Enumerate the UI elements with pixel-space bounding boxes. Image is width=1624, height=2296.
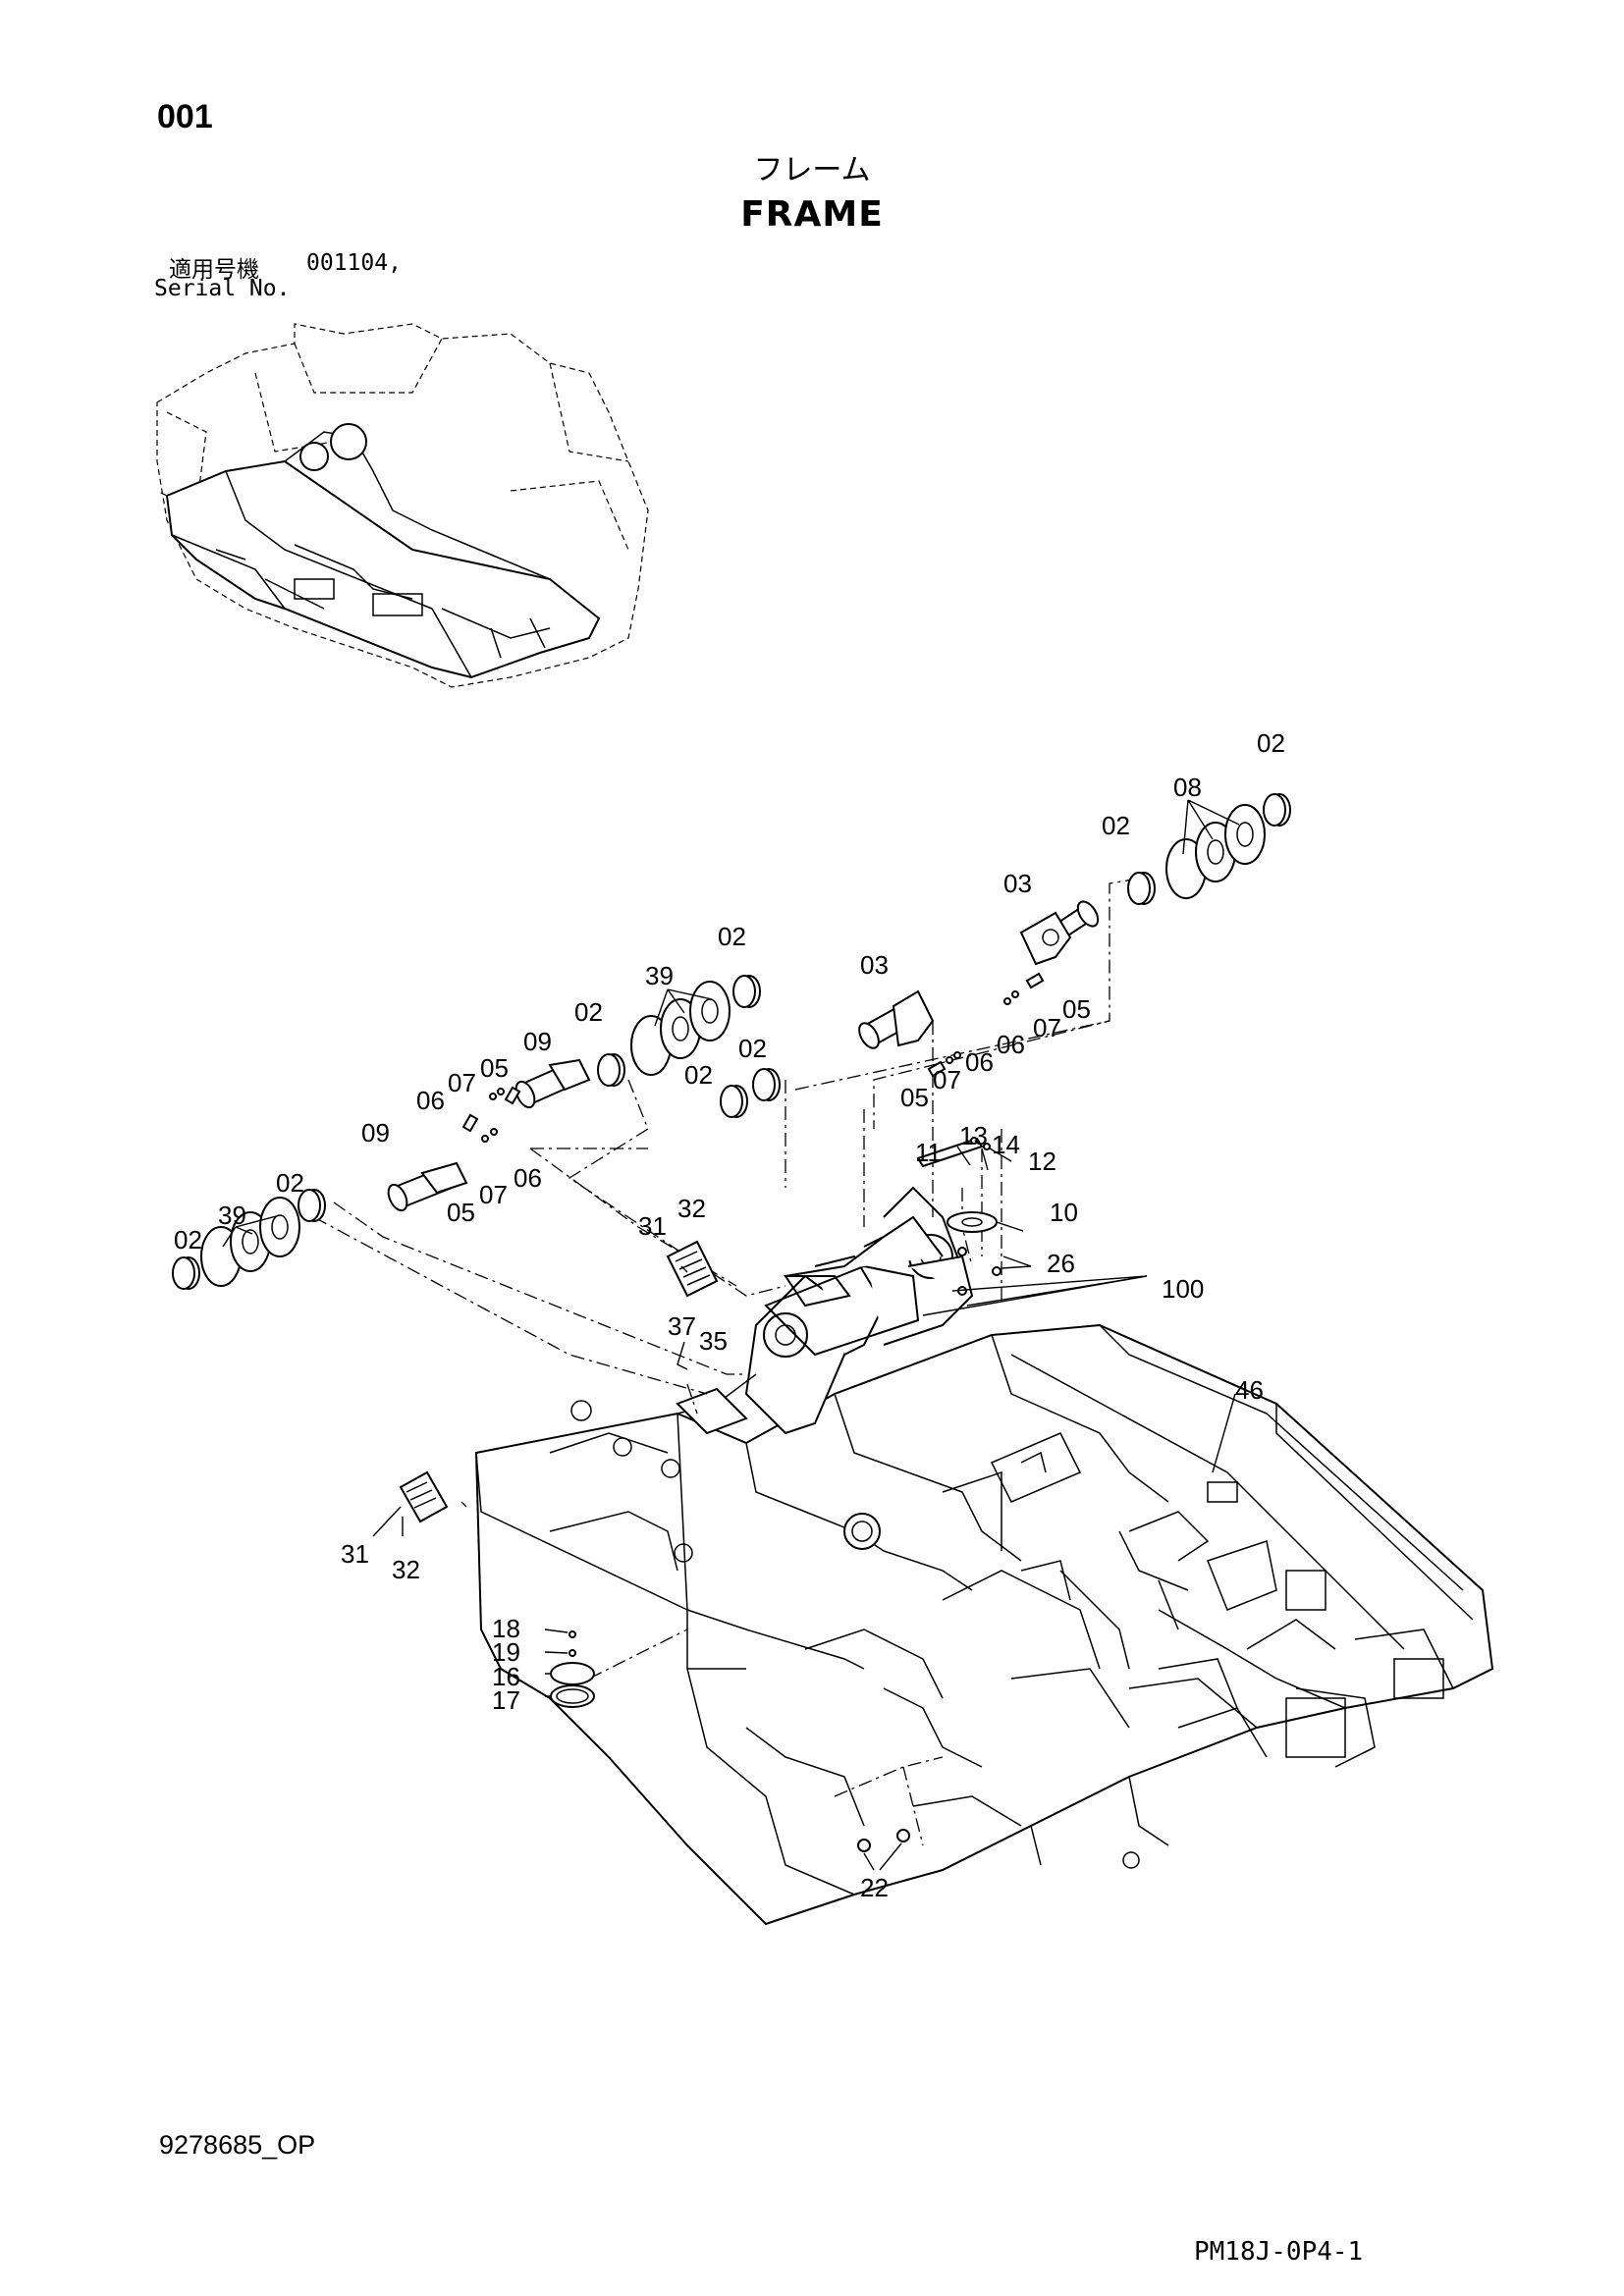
- callout-label: 35: [699, 1326, 728, 1356]
- callout-label: 06: [997, 1030, 1025, 1059]
- serial-label-japanese: 適用号機: [169, 257, 259, 283]
- callout-label: 39: [645, 961, 674, 990]
- overview-machine-outline: [156, 323, 649, 688]
- callout-label: 07: [1033, 1013, 1061, 1042]
- callout-labels: 02 08 02 03 05 07 06 02 39 03 06 07 05 0…: [174, 728, 1285, 1902]
- callout-label: 07: [933, 1065, 961, 1095]
- callout-label: 05: [900, 1083, 929, 1112]
- callout-label: 16: [492, 1662, 520, 1691]
- callout-label: 02: [738, 1034, 767, 1063]
- bushings-and-shims: [172, 793, 1291, 1290]
- callout-label: 06: [514, 1163, 542, 1193]
- assembly-leader-lines: [313, 878, 1140, 1846]
- callout-label: 07: [479, 1180, 508, 1209]
- serial-number-value: 001104,: [306, 250, 402, 276]
- callout-label: 07: [448, 1068, 476, 1097]
- serial-label: Serial No.: [154, 276, 291, 301]
- pin-09-upper: [514, 1058, 591, 1109]
- document-code: 9278685_OP: [159, 2130, 316, 2160]
- overview-frame: [165, 423, 601, 679]
- callout-label: 13: [959, 1121, 988, 1150]
- callout-label: 26: [1047, 1249, 1075, 1278]
- callout-label: 02: [1257, 728, 1285, 758]
- callout-label: 46: [1235, 1375, 1264, 1405]
- callout-label: 02: [718, 922, 746, 951]
- frame-details: [942, 1432, 1326, 1709]
- callout-label: 32: [677, 1194, 706, 1223]
- callout-label: 37: [668, 1311, 696, 1341]
- pin-09-lower: [387, 1161, 468, 1212]
- callout-label: 17: [492, 1685, 520, 1715]
- main-frame: [474, 1323, 1494, 1926]
- callout-label: 100: [1162, 1274, 1204, 1304]
- pin-03-middle: [858, 989, 935, 1049]
- callout-label: 31: [638, 1211, 667, 1241]
- callout-label: 05: [1062, 994, 1091, 1024]
- small-hardware: [461, 972, 1045, 1143]
- callout-label: 02: [684, 1060, 713, 1090]
- callout-label: 02: [574, 997, 603, 1027]
- callout-label: 02: [276, 1168, 304, 1198]
- cover-seal-set: [550, 1630, 595, 1708]
- page-code: PM18J-0P4-1: [1194, 2237, 1364, 2267]
- callout-label: 18: [492, 1614, 520, 1643]
- pivot-hardware: [916, 1137, 1001, 1296]
- callout-leaders: [222, 799, 1240, 1871]
- cover-plates: [399, 1240, 719, 1523]
- callout-label: 14: [992, 1130, 1020, 1159]
- boom-bracket: [676, 1186, 974, 1435]
- page-number: 001: [157, 98, 213, 135]
- callout-label: 06: [416, 1086, 445, 1115]
- callout-label: 08: [1173, 773, 1202, 802]
- callout-label: 22: [860, 1873, 889, 1902]
- callout-label: 19: [492, 1637, 520, 1667]
- callout-label: 02: [174, 1225, 202, 1255]
- page-title: FRAME: [740, 194, 884, 235]
- callout-label: 05: [480, 1053, 509, 1083]
- callout-label: 31: [341, 1539, 369, 1569]
- callout-label: 03: [1003, 869, 1032, 898]
- callout-label: 12: [1028, 1147, 1056, 1176]
- nuts: [857, 1829, 910, 1852]
- callout-label: 09: [523, 1027, 552, 1056]
- callout-label: 03: [860, 950, 889, 980]
- callout-label: 11: [915, 1138, 942, 1167]
- callout-label: 06: [965, 1047, 994, 1077]
- callout-label: 05: [447, 1198, 475, 1227]
- pin-03-upper: [1019, 900, 1100, 966]
- callout-label: 02: [1102, 811, 1130, 840]
- callout-label: 10: [1050, 1198, 1078, 1227]
- callout-label: 32: [392, 1555, 420, 1584]
- callout-label: 09: [361, 1118, 390, 1148]
- callout-label: 39: [218, 1201, 246, 1230]
- page-title-japanese: フレーム: [753, 153, 871, 187]
